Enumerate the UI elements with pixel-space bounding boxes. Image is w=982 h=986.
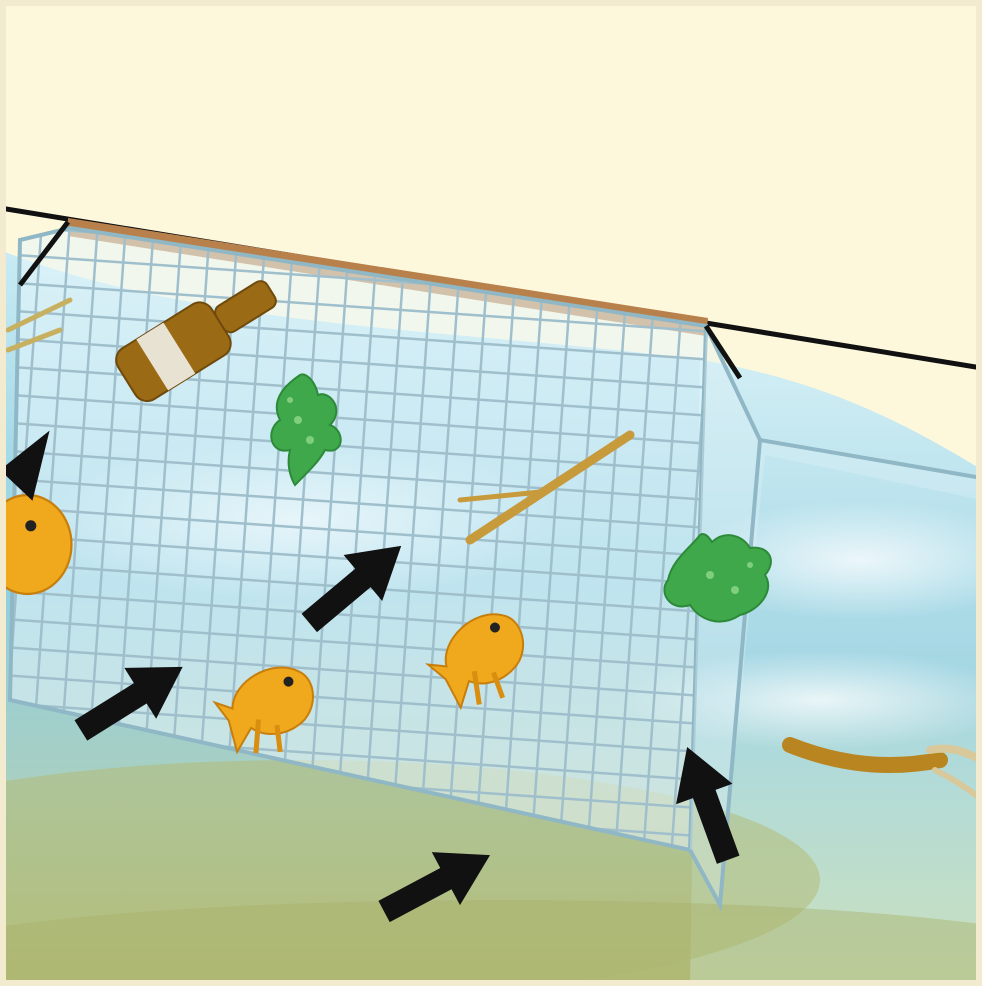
sediment-band: [0, 900, 982, 986]
